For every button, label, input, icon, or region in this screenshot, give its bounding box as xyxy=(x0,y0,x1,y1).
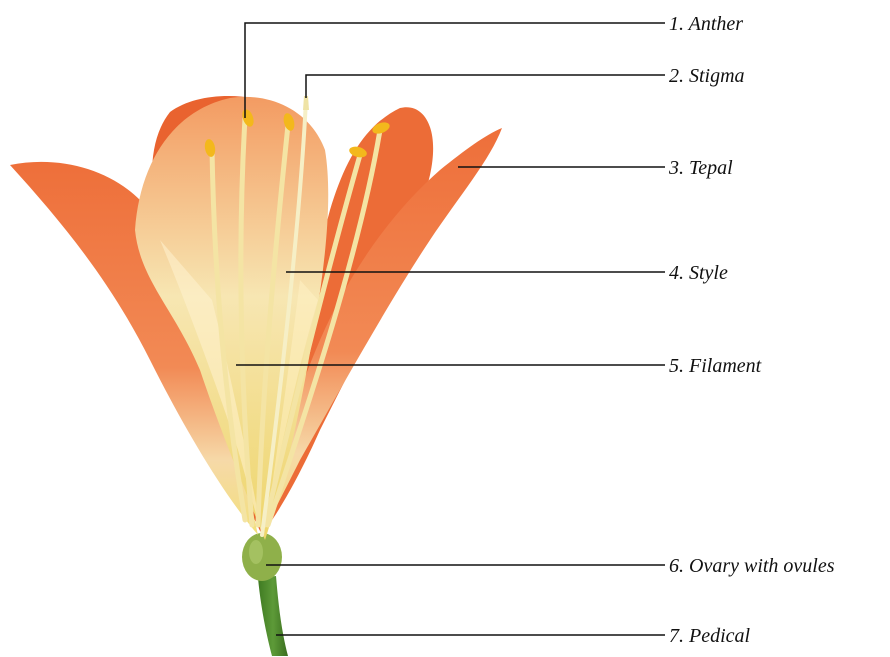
leader-stigma xyxy=(306,75,665,98)
label-stigma: 2. Stigma xyxy=(669,66,745,86)
label-pedical: 7. Pedical xyxy=(669,626,750,646)
stigma xyxy=(303,96,309,110)
pedicel xyxy=(258,576,288,656)
label-style: 4. Style xyxy=(669,263,728,283)
label-ovary: 6. Ovary with ovules xyxy=(669,556,835,576)
label-anther: 1. Anther xyxy=(669,14,743,34)
label-tepal: 3. Tepal xyxy=(669,158,733,178)
label-filament: 5. Filament xyxy=(669,356,761,376)
